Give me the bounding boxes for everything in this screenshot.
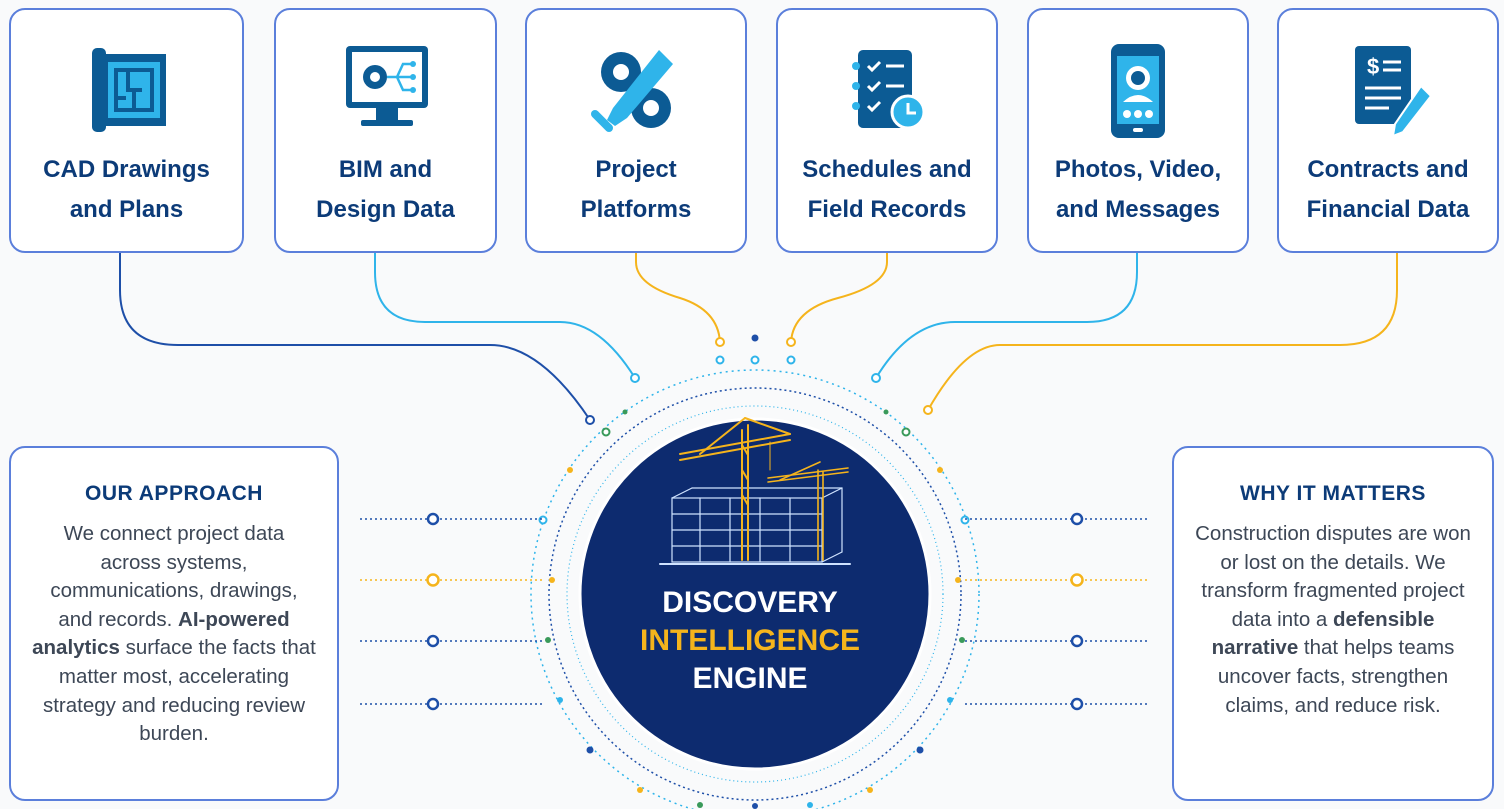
our-approach-panel: OUR APPROACH We connect project data acr… [9, 446, 339, 801]
source-label: CAD Drawings and Plans [43, 156, 210, 223]
checklist-clock-icon [852, 50, 926, 130]
contract-dollar-pen-icon: $ [1355, 46, 1433, 138]
ring-nodes [538, 334, 970, 809]
why-it-matters-heading: WHY IT MATTERS [1240, 482, 1426, 505]
connector-schedules [790, 252, 888, 343]
our-approach-heading: OUR APPROACH [85, 482, 263, 505]
why-it-matters-panel: WHY IT MATTERS Construction disputes are… [1172, 446, 1494, 801]
connector-photos [875, 252, 1138, 379]
engine-title-line1: DISCOVERY [662, 586, 838, 619]
engine-title-line3: ENGINE [692, 662, 808, 695]
source-label: BIM and Design Data [316, 156, 455, 223]
source-label: Project Platforms [580, 156, 692, 223]
our-approach-text: We connect project data across systems, … [32, 522, 316, 746]
side-connectors [360, 512, 1150, 711]
source-label: Schedules and Field Records [802, 156, 972, 223]
connector-platforms [635, 252, 721, 343]
engine-title: DISCOVERY INTELLIGENCE ENGINE [600, 584, 900, 698]
gears-wrench-icon [591, 50, 673, 132]
source-card-platforms: Project Platforms [525, 8, 747, 253]
source-label: Photos, Video, and Messages [1054, 156, 1222, 223]
source-card-schedules: Schedules and Field Records [776, 8, 998, 253]
why-it-matters-text: Construction disputes are won or lost on… [1195, 522, 1471, 717]
connector-bim [374, 252, 636, 379]
source-label: Contracts and Financial Data [1306, 156, 1470, 223]
source-card-contracts: $ Contracts and Financial Data [1277, 8, 1499, 253]
construction-cranes-illustration [659, 417, 851, 565]
connector-cad [119, 252, 591, 421]
monitor-gear-icon [345, 46, 428, 126]
source-card-cad: CAD Drawings and Plans [9, 8, 244, 253]
svg-text:$: $ [1367, 54, 1379, 79]
connector-contracts [927, 252, 1398, 411]
source-card-bim: BIM and Design Data [274, 8, 497, 253]
blueprint-icon [91, 48, 166, 132]
source-card-photos: Photos, Video, and Messages [1027, 8, 1249, 253]
video-call-phone-icon [1111, 44, 1165, 138]
engine-title-line2: INTELLIGENCE [639, 624, 860, 657]
